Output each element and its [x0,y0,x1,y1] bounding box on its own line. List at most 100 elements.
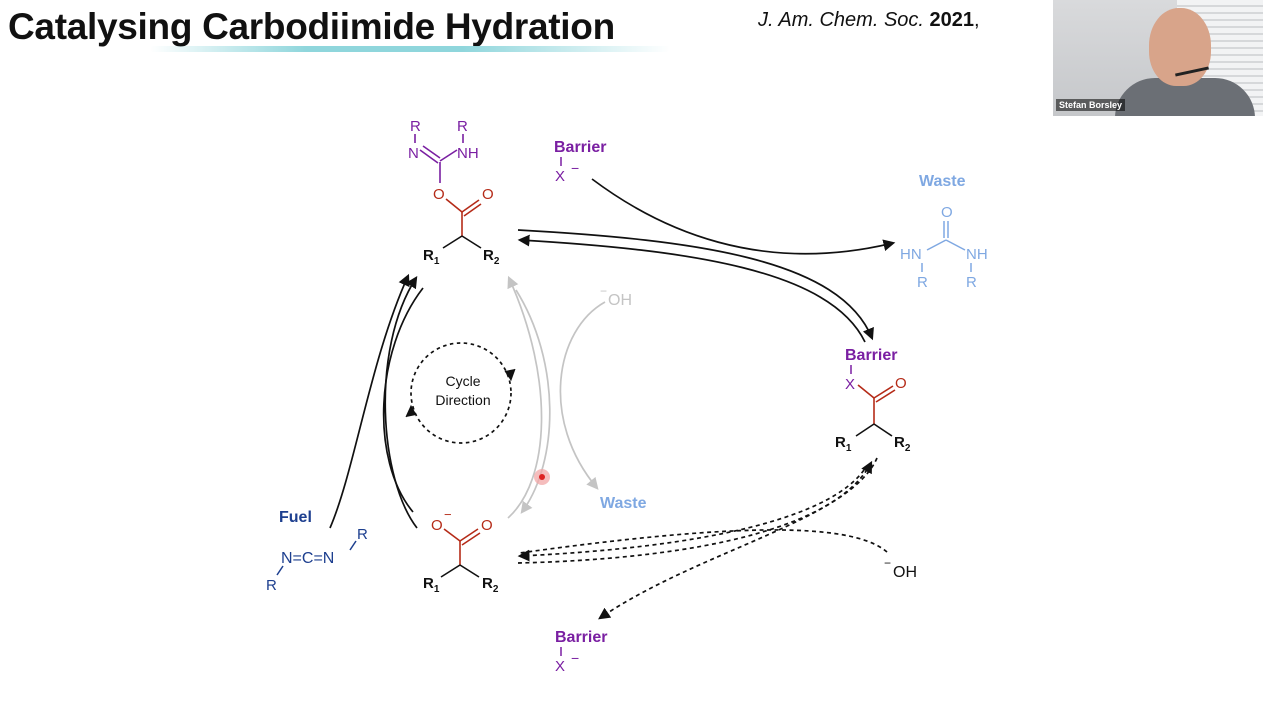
cycle-direction-indicator: Cycle Direction [405,342,516,444]
urea-waste-structure: Waste O HN NH R R [900,173,988,291]
waste-label: Waste [600,495,647,512]
label-r1: R1 [423,575,440,595]
label-r2: R2 [894,434,911,454]
minus-sign: − [571,650,579,666]
label-x: X [845,376,855,393]
title-underline [150,46,670,52]
participant-name: Stefan Borsley [1056,99,1126,111]
label-r: R [917,274,928,291]
label-o: O [482,186,494,203]
hydroxide-right: − OH [884,556,917,581]
dashed-arrow [517,469,865,562]
minus-sign: − [444,507,452,522]
label-r2: R2 [483,247,500,267]
label-o: O [481,517,493,534]
acylation-return-arrow [517,234,866,343]
acylisourea-structure: R R N NH O O R1 R2 [408,118,500,267]
activation-arrows [329,273,424,529]
citation-trailing: , [974,9,980,31]
bond [463,203,482,217]
label-r: R [410,118,421,135]
cycle-label: Direction [435,392,490,408]
hydroxide-top: − OH [600,284,632,309]
dashed-arrow [598,457,878,620]
bond [419,149,439,164]
acyl-barrier-structure: Barrier X O R1 R2 [835,347,911,454]
barrier-anion-bottom: Barrier X − [555,629,607,675]
bond [461,199,480,213]
barrier-exchange-arrows [517,178,896,343]
dashed-arrow [519,529,888,554]
acylation-arrow [517,229,874,341]
minus-sign: − [571,160,579,176]
label-x: X [555,658,565,675]
video-thumbnail[interactable]: Stefan Borsley [1053,0,1263,116]
bond [945,239,966,251]
barrier-label: Barrier [845,347,897,364]
bond [439,149,458,162]
bond [875,389,896,403]
bond [459,528,479,542]
bond [855,423,875,437]
hydrolysis-return-arrow [515,289,551,514]
label-n: N [408,145,419,162]
bond [461,532,481,546]
barrier-label: Barrier [554,139,606,156]
fuel-formula: N=C=N [281,550,334,567]
label-o: O [895,375,907,392]
label-r1: R1 [835,434,852,454]
bond [445,198,463,213]
cursor-highlight [534,469,550,485]
activation-arrow [384,275,418,529]
hydroxide-label: OH [608,292,632,309]
waste-label: Waste [919,173,966,190]
carboxylate-structure: O − O R1 R2 [423,507,499,595]
fuel-arrow [329,273,410,529]
bond [857,384,875,399]
bond [349,540,357,551]
fuel-carbodiimide-structure: Fuel R N=C=N R [266,509,368,594]
citation: J. Am. Chem. Soc. 2021, [758,9,980,32]
hydroxide-label: OH [893,564,917,581]
citation-year: 2021 [929,9,975,31]
label-o: O [941,204,953,221]
hydrolysis-dashed-arrows [517,457,888,620]
bond [459,564,480,578]
label-nh: NH [457,145,479,162]
bond [422,145,441,159]
label-r2: R2 [482,575,499,595]
bond [443,528,461,542]
minus-sign: − [600,284,607,298]
label-o: O [431,517,443,534]
hydrolysis-arrows [507,275,606,519]
bond [873,423,893,437]
label-r: R [357,526,368,543]
label-x: X [555,168,565,185]
barrier-anion-top: Barrier X − [554,139,606,185]
hydrolysis-arrow [507,275,543,519]
citation-journal: J. Am. Chem. Soc. [758,9,924,31]
bond [873,385,894,399]
slide-title: Catalysing Carbodiimide Hydration [8,6,615,47]
label-hn: HN [900,246,922,263]
bond [276,565,284,576]
label-r1: R1 [423,247,440,267]
bond [461,235,482,249]
label-r: R [266,577,277,594]
minus-sign: − [884,556,891,570]
cycle-label: Cycle [445,373,480,389]
bond [926,239,947,251]
bond [440,564,461,578]
label-r: R [966,274,977,291]
barrier-to-waste-arrow [591,178,896,255]
barrier-label: Barrier [555,629,607,646]
dashed-arrow [517,460,873,564]
activation-return-arrow [382,287,424,513]
fuel-label: Fuel [279,509,312,526]
label-r: R [457,118,468,135]
label-nh: NH [966,246,988,263]
label-o: O [433,186,445,203]
hydroxide-attack-arrow [559,301,606,490]
bond [442,235,463,249]
